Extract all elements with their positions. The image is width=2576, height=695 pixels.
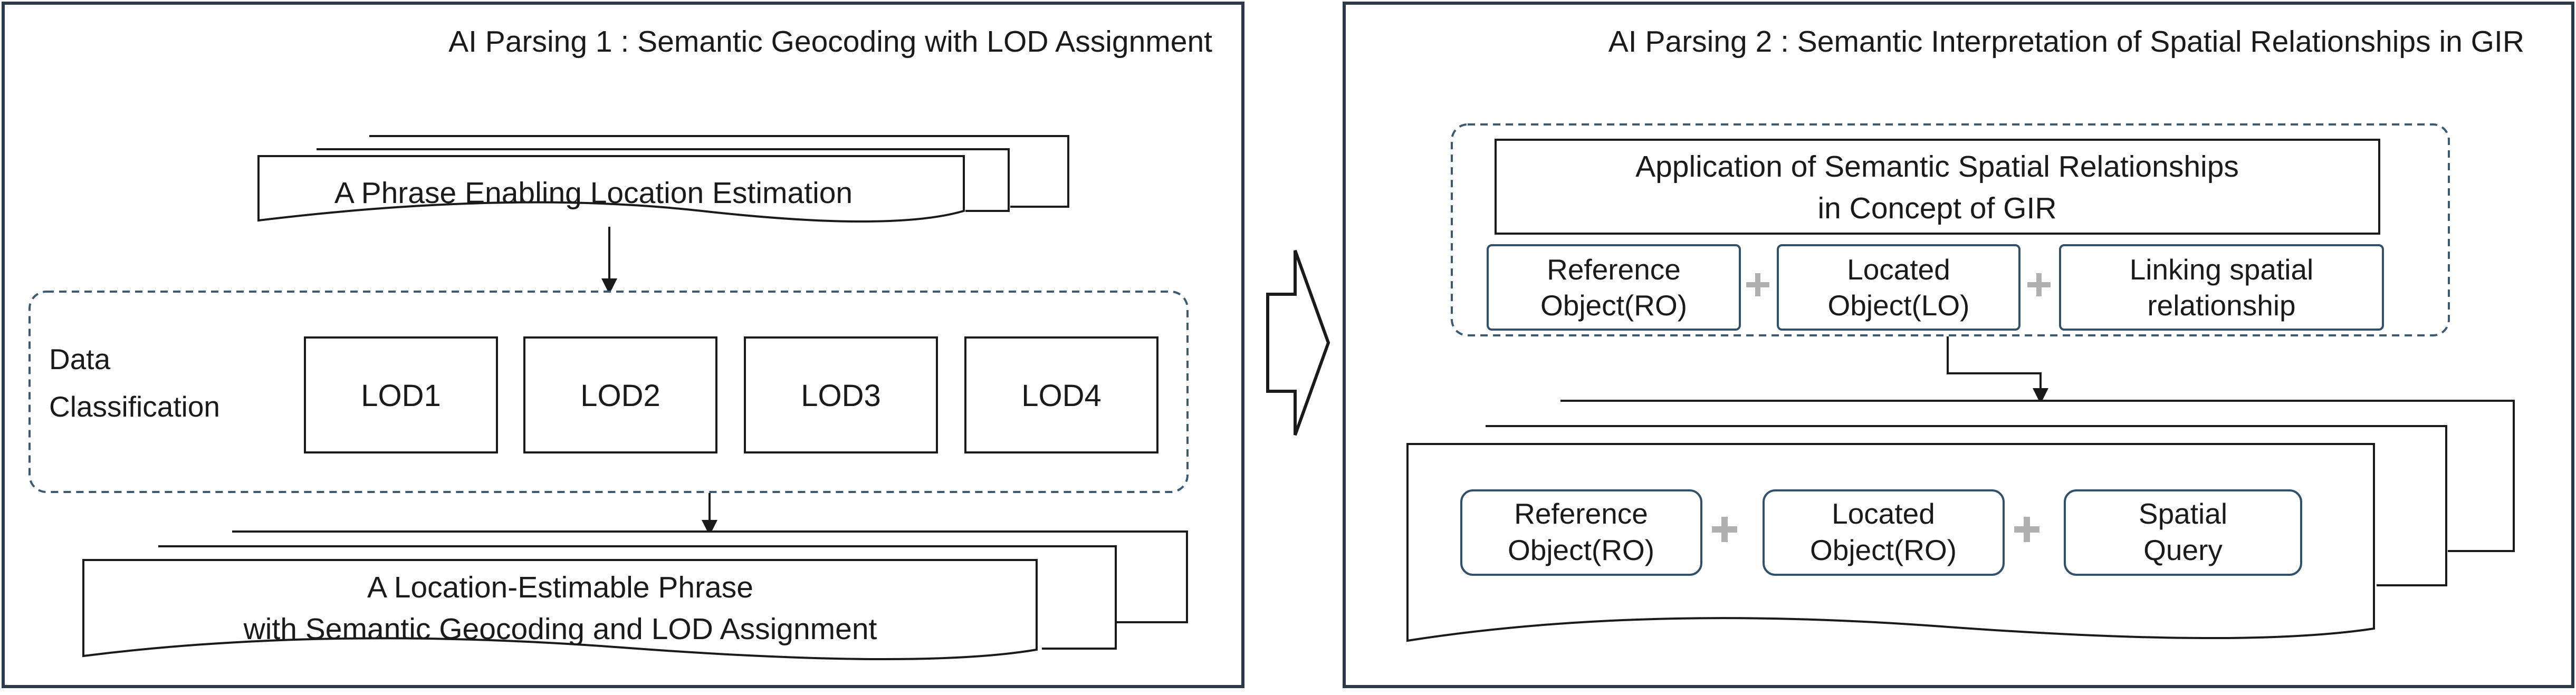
concept-part-located-line1: Located [1847,253,1950,286]
arrow-to-output-stack [1947,336,2048,404]
left-panel-title: AI Parsing 1 : Semantic Geocoding with L… [448,25,1212,59]
output-phrase-box [82,559,1038,661]
output-part-reference-line2: Object(RO) [1508,534,1654,566]
concept-part-reference-line2: Object(RO) [1540,289,1687,322]
right-panel: AI Parsing 2 : Semantic Interpretation o… [1343,2,2574,688]
left-panel: AI Parsing 1 : Semantic Geocoding with L… [2,2,1244,688]
plus-icon [2027,273,2051,296]
output-part-reference-line1: Reference [1514,497,1648,530]
input-phrase-document-stack: A Phrase Enabling Location Estimation [257,135,1069,223]
lod-box-4 [964,336,1158,453]
classification-label-line2: Classification [49,390,220,423]
lod-box-2-label: LOD2 [580,379,660,413]
lod-box-4-label: LOD4 [1021,379,1102,413]
lod-box-1 [304,336,498,453]
lod-box-3-label: LOD3 [801,379,881,413]
output-part-located [1763,489,2005,576]
output-part-reference [1460,489,1702,576]
concept-box [1495,139,2380,235]
concept-part-linking-line2: relationship [2147,289,2295,322]
output-part-spatial-query-line1: Spatial [2139,497,2227,530]
lod-box-2 [523,336,717,453]
plus-icon [2014,517,2039,542]
concept-part-located [1777,244,2020,331]
input-phrase-label: A Phrase Enabling Location Estimation [334,176,853,210]
concept-box-line1: Application of Semantic Spatial Relation… [1635,150,2239,184]
concept-box-line2: in Concept of GIR [1817,191,2056,225]
output-phrase-line2: with Semantic Geocoding and LOD Assignme… [243,612,877,646]
classification-label-line1: Data [49,343,111,375]
concept-part-reference-line1: Reference [1547,253,1681,286]
right-panel-title: AI Parsing 2 : Semantic Interpretation o… [1608,25,2524,59]
flow-arrow-right [1266,249,1330,436]
input-phrase-box [257,155,965,223]
arrow-to-output [702,493,717,536]
plus-icon [1712,517,1737,542]
output-query-document-stack: Reference Object(RO) Located Object(RO) … [1406,400,2515,642]
lod-box-3 [744,336,938,453]
output-phrase-line1: A Location-Estimable Phrase [367,571,753,604]
output-phrase-document-stack: A Location-Estimable Phrase with Semanti… [82,530,1188,661]
arrow-to-classification [601,227,617,294]
classification-container: Data Classification LOD1 LOD2 LOD3 LOD4 [28,291,1189,493]
concept-part-linking-line1: Linking spatial [2130,253,2314,286]
output-part-spatial-query-line2: Query [2143,534,2223,566]
concept-part-located-line2: Object(LO) [1828,289,1970,322]
lod-box-1-label: LOD1 [361,379,441,413]
concept-container: Application of Semantic Spatial Relation… [1451,123,2450,336]
plus-icon [1746,273,1769,296]
output-part-located-line2: Object(RO) [1810,534,1957,566]
output-part-spatial-query [2064,489,2302,576]
concept-part-linking [2059,244,2384,331]
concept-part-reference [1487,244,1741,331]
output-part-located-line1: Located [1832,497,1935,530]
